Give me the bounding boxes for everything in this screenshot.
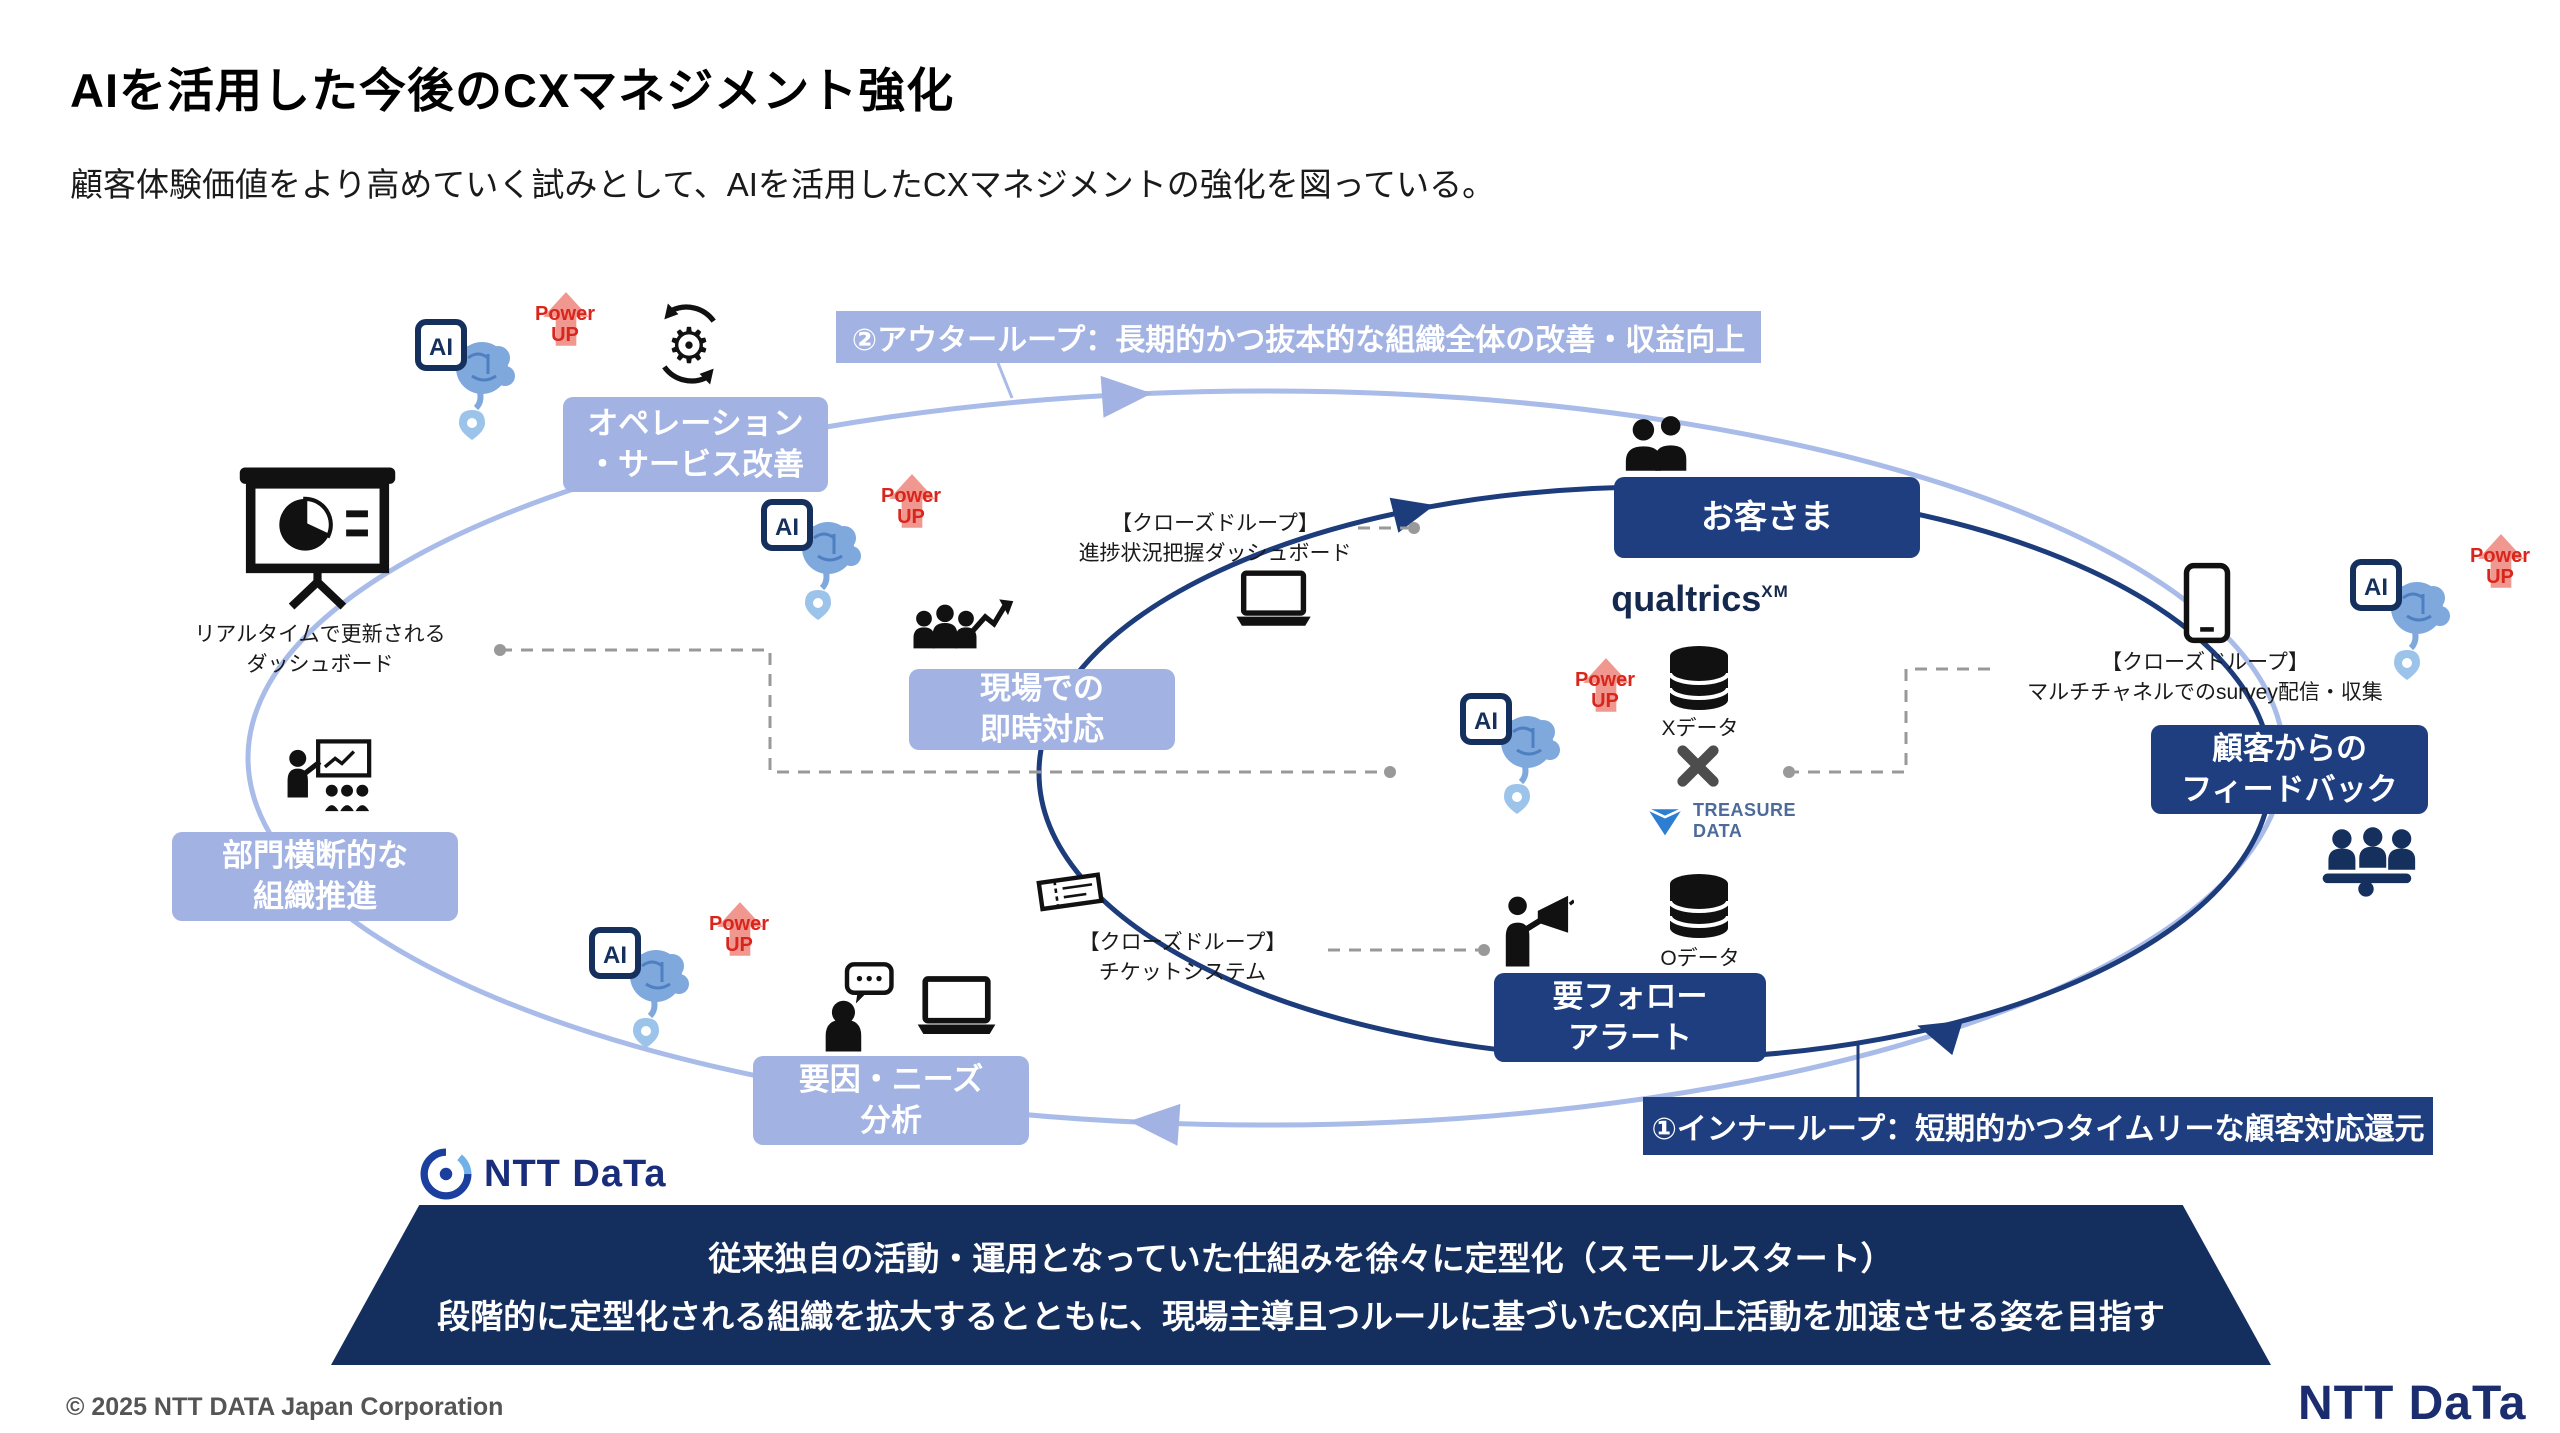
box-cross-org-promotion: 部門横断的な 組織推進 (172, 832, 458, 921)
presenter-icon (280, 738, 375, 823)
power-up-label: Power UP (708, 913, 770, 956)
box-follow-alert: 要フォロー アラート (1494, 973, 1766, 1062)
ai-brain-icon (410, 316, 530, 441)
dashed-connectors (500, 526, 1990, 952)
box-customer: お客さま (1614, 477, 1920, 558)
megaphone-person-icon (1494, 888, 1574, 970)
box-factor-needs-analysis: 要因・ニーズ 分析 (753, 1056, 1029, 1145)
box-onsite-response: 現場での 即時対応 (909, 669, 1175, 750)
gear-cycle-icon (645, 300, 733, 388)
label-closed-loop-survey: 【クローズドループ】 マルチチャネルでのsurvey配信・収集 (2027, 651, 2383, 705)
team-growth-icon (910, 592, 1015, 654)
power-up-label: Power UP (1574, 669, 1636, 712)
laptop-icon (912, 975, 1002, 1037)
qualtrics-logo: qualtricsXM (1580, 578, 1820, 620)
ntt-data-circle-icon (420, 1148, 472, 1200)
outer-loop-label: ②アウターループ：長期的かつ抜本的な組織全体の改善・収益向上 (836, 311, 1761, 363)
box-customer-feedback: 顧客からの フィードバック (2151, 725, 2428, 814)
box-operation-improvement: オペレーション ・サービス改善 (563, 397, 828, 492)
power-up-label: Power UP (2469, 545, 2531, 588)
inner-loop-arrow-bottom-icon (1917, 1020, 1963, 1056)
label-closed-loop-progress: 【クローズドループ】 進捗状況把握ダッシュボード (1078, 512, 1352, 566)
ntt-data-footer-logo: NTT DaTa (2298, 1377, 2527, 1430)
page-title: AIを活用した今後のCXマネジメント強化 (70, 64, 955, 117)
power-up-badge: Power UP (861, 478, 961, 550)
ai-brain-icon (2345, 556, 2465, 681)
inner-loop-arrow-top-icon (1389, 497, 1435, 533)
label-x-data: Xデータ (1661, 717, 1739, 740)
summary-banner: 従来独自の活動・運用となっていた仕組みを徐々に定型化（スモールスタート） 段階的… (331, 1205, 2271, 1365)
power-up-badge: Power UP (1555, 662, 1655, 734)
ai-brain-icon (584, 924, 704, 1049)
power-up-badge: Power UP (515, 296, 615, 368)
ntt-data-logo: NTT DaTa (420, 1148, 667, 1200)
label-closed-loop-ticket: 【クローズドループ】 チケットシステム (1078, 931, 1287, 985)
smartphone-icon (2178, 562, 2236, 644)
power-up-label: Power UP (880, 485, 942, 528)
audience-group-icon (2313, 824, 2419, 899)
qualtrics-xm-mark: XM (1761, 582, 1789, 601)
inner-loop-label: ①インナーループ：短期的かつタイムリーな顧客対応還元 (1643, 1097, 2433, 1155)
o-data-database-icon (1664, 870, 1734, 942)
connector-dots (494, 522, 1795, 956)
multiply-icon (1674, 742, 1722, 790)
ai-brain-icon (756, 496, 876, 621)
treasure-data-logo: TREASURE DATA (1645, 800, 1796, 841)
summary-banner-line2: 段階的に定型化される組織を拡大するとともに、現場主導且つルールに基づいたCX向上… (437, 1298, 2165, 1335)
power-up-label: Power UP (534, 303, 596, 346)
outer-banner-connector (996, 362, 1014, 399)
power-up-badge: Power UP (689, 906, 789, 978)
ticket-icon (1035, 862, 1105, 920)
outer-loop-arrow-top-icon (1100, 375, 1152, 418)
label-o-data: Oデータ (1660, 947, 1740, 970)
outer-loop-arrow-bottom-icon (1129, 1103, 1181, 1146)
label-realtime-dashboard: リアルタイムで更新される ダッシュボード (194, 623, 446, 677)
ntt-data-wordmark: NTT DaTa (484, 1152, 667, 1195)
qualtrics-wordmark: qualtrics (1611, 578, 1762, 619)
x-data-database-icon (1664, 642, 1734, 714)
treasure-data-wordmark: TREASURE DATA (1693, 800, 1797, 841)
dashboard-screen-icon (225, 462, 410, 612)
treasure-data-diamond-icon (1645, 804, 1685, 838)
summary-banner-line1: 従来独自の活動・運用となっていた仕組みを徐々に定型化（スモールスタート） (708, 1240, 1894, 1277)
power-up-badge: Power UP (2450, 538, 2550, 610)
feedback-person-icon (815, 962, 895, 1052)
page-subtitle: 顧客体験価値をより高めていく試みとして、AIを活用したCXマネジメントの強化を図… (70, 166, 1496, 203)
laptop-icon (1231, 569, 1317, 629)
customers-icon (1620, 410, 1698, 474)
copyright-text: © 2025 NTT DATA Japan Corporation (66, 1393, 504, 1421)
